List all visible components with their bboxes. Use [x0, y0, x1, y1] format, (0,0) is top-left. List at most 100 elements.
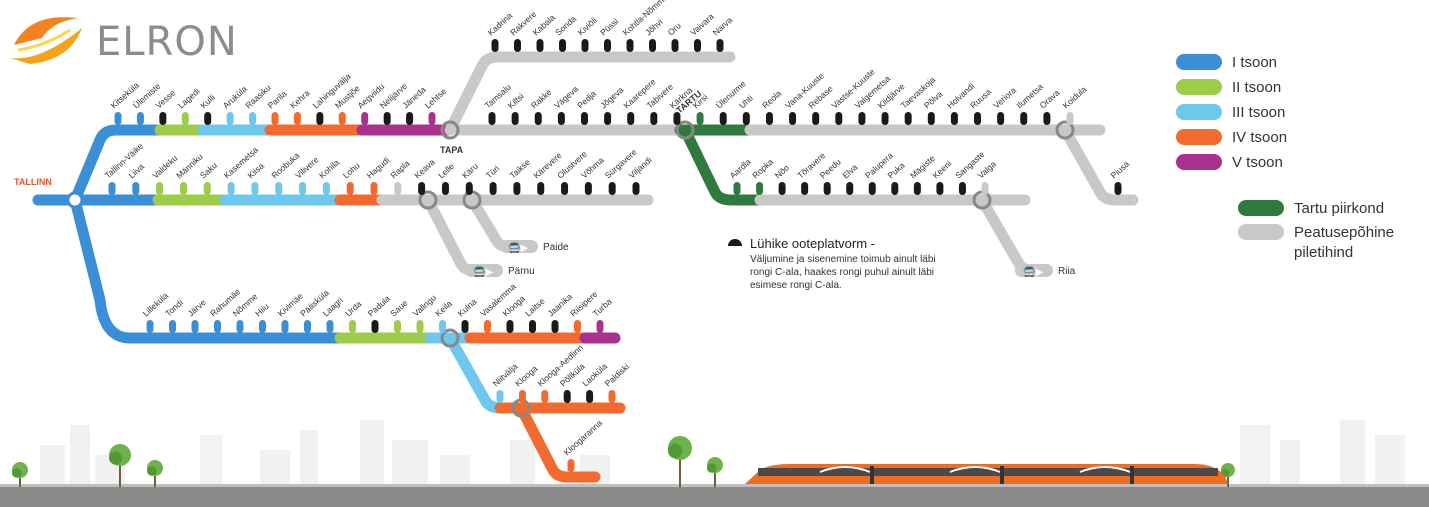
track-parnu — [422, 194, 476, 276]
station-label: Türi — [484, 163, 502, 180]
track-valga-tartu — [679, 124, 766, 206]
station-label: Lehtse — [423, 86, 449, 111]
station-label: Jõgeva — [598, 85, 625, 111]
track-paldiski-branch-zone3 — [444, 332, 506, 414]
station-marker — [271, 112, 279, 125]
station-label: Lohu — [341, 160, 362, 180]
station-marker — [584, 182, 592, 195]
tree — [147, 460, 163, 487]
station-marker — [370, 182, 378, 195]
tree — [109, 444, 131, 487]
legend-label-zone-5: V tsoon — [1232, 154, 1283, 171]
legend-swatch-tartu — [1238, 200, 1284, 216]
station-marker — [716, 39, 724, 52]
station-marker — [136, 112, 144, 125]
station-marker — [226, 112, 234, 125]
station-marker — [649, 39, 656, 52]
dest-parnu: Pärnu — [508, 266, 535, 277]
station-marker — [191, 320, 199, 333]
transfer-ring — [675, 120, 695, 140]
brand-name: ELRON — [96, 19, 238, 65]
transfer-ring — [418, 190, 438, 210]
station-marker — [868, 182, 876, 195]
station-marker — [551, 320, 559, 333]
station-marker — [281, 320, 289, 333]
station-marker — [913, 182, 921, 195]
station-marker — [789, 112, 797, 125]
station-marker — [891, 182, 899, 195]
station-marker — [881, 112, 889, 125]
station-marker — [181, 112, 189, 125]
station-marker — [835, 112, 843, 125]
station-marker — [574, 320, 581, 333]
station-label: Püssi — [598, 16, 620, 37]
station-label: Kulna — [456, 296, 479, 318]
station-marker — [673, 112, 681, 125]
station-marker — [394, 320, 401, 333]
note-title: Lühike ooteplatvorm - — [750, 236, 875, 251]
station-marker — [518, 390, 526, 403]
station-marker — [416, 320, 424, 333]
station-marker — [506, 320, 514, 333]
station-label: Aruküla — [221, 84, 249, 111]
station-label: Kehra — [288, 88, 312, 111]
station-marker — [536, 39, 544, 52]
station-marker — [249, 112, 257, 125]
track-piusa — [1059, 124, 1139, 206]
station-marker — [299, 182, 307, 195]
station-label: Ropka — [750, 156, 775, 180]
station-label: Vägeva — [552, 84, 580, 111]
station-marker — [259, 320, 266, 333]
station-marker — [326, 320, 334, 333]
station-label: Uhti — [737, 93, 755, 111]
station-label: Liiva — [126, 161, 146, 180]
legend-label-zone-4: IV tsoon — [1232, 129, 1287, 146]
station-marker — [974, 112, 982, 125]
station-marker — [927, 112, 935, 125]
station-marker — [596, 320, 604, 333]
legend-swatch-zone-1 — [1176, 54, 1222, 70]
station-label: Elva — [840, 162, 859, 181]
station-marker — [371, 320, 379, 333]
station-label: Käru — [460, 161, 480, 181]
station-marker — [626, 39, 634, 52]
station-label: Veriora — [991, 85, 1018, 111]
station-marker — [981, 182, 989, 195]
station-marker — [567, 459, 575, 472]
transfer-ring — [440, 120, 460, 140]
track-paldiski-zone1 — [69, 194, 346, 344]
trees — [11, 436, 1235, 487]
legend-swatch-zone-2 — [1176, 79, 1222, 95]
station-label: Rapla — [388, 158, 411, 180]
ground — [0, 484, 1429, 507]
station-marker — [203, 182, 211, 195]
station-marker — [1114, 182, 1122, 195]
city-tallinn: TALLINN — [14, 177, 52, 187]
station-marker — [650, 112, 658, 125]
station-marker — [997, 112, 1005, 125]
station-marker — [465, 182, 473, 195]
station-marker — [146, 320, 154, 333]
station-label: Keava — [412, 157, 437, 181]
station-label: Rakke — [529, 87, 554, 111]
station-marker — [563, 390, 571, 403]
station-marker — [904, 112, 912, 125]
station-label: Kiisa — [246, 161, 267, 181]
legend-label-zone-2: II tsoon — [1232, 79, 1281, 96]
station-label: Kulli — [198, 92, 217, 110]
track-narva — [444, 51, 736, 136]
station-label: Vaivara — [688, 11, 716, 37]
station-marker — [756, 182, 764, 195]
station-marker — [936, 182, 944, 195]
station-marker — [349, 320, 356, 333]
legend-swatch-zone-3 — [1176, 104, 1222, 120]
station-marker — [580, 112, 588, 125]
station-marker — [406, 112, 414, 125]
station-marker — [441, 182, 449, 195]
station-label: Taikse — [508, 157, 533, 181]
station-marker — [742, 112, 750, 125]
station-label: Lelle — [436, 161, 456, 181]
station-marker — [604, 112, 612, 125]
short-platform-icon — [728, 239, 742, 246]
station-marker — [489, 182, 497, 195]
